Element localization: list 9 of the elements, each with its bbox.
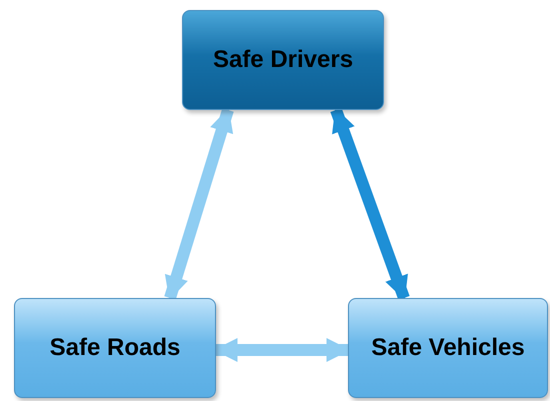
node-label: Safe Vehicles	[371, 334, 525, 362]
double-arrow	[330, 108, 410, 300]
rounded-box	[182, 10, 384, 110]
double-arrow	[164, 108, 234, 300]
rounded-box	[348, 298, 548, 398]
rounded-box	[14, 298, 216, 398]
node-label: Safe Roads	[50, 334, 180, 362]
double-arrow	[214, 338, 350, 362]
node-label: Safe Drivers	[212, 46, 354, 74]
